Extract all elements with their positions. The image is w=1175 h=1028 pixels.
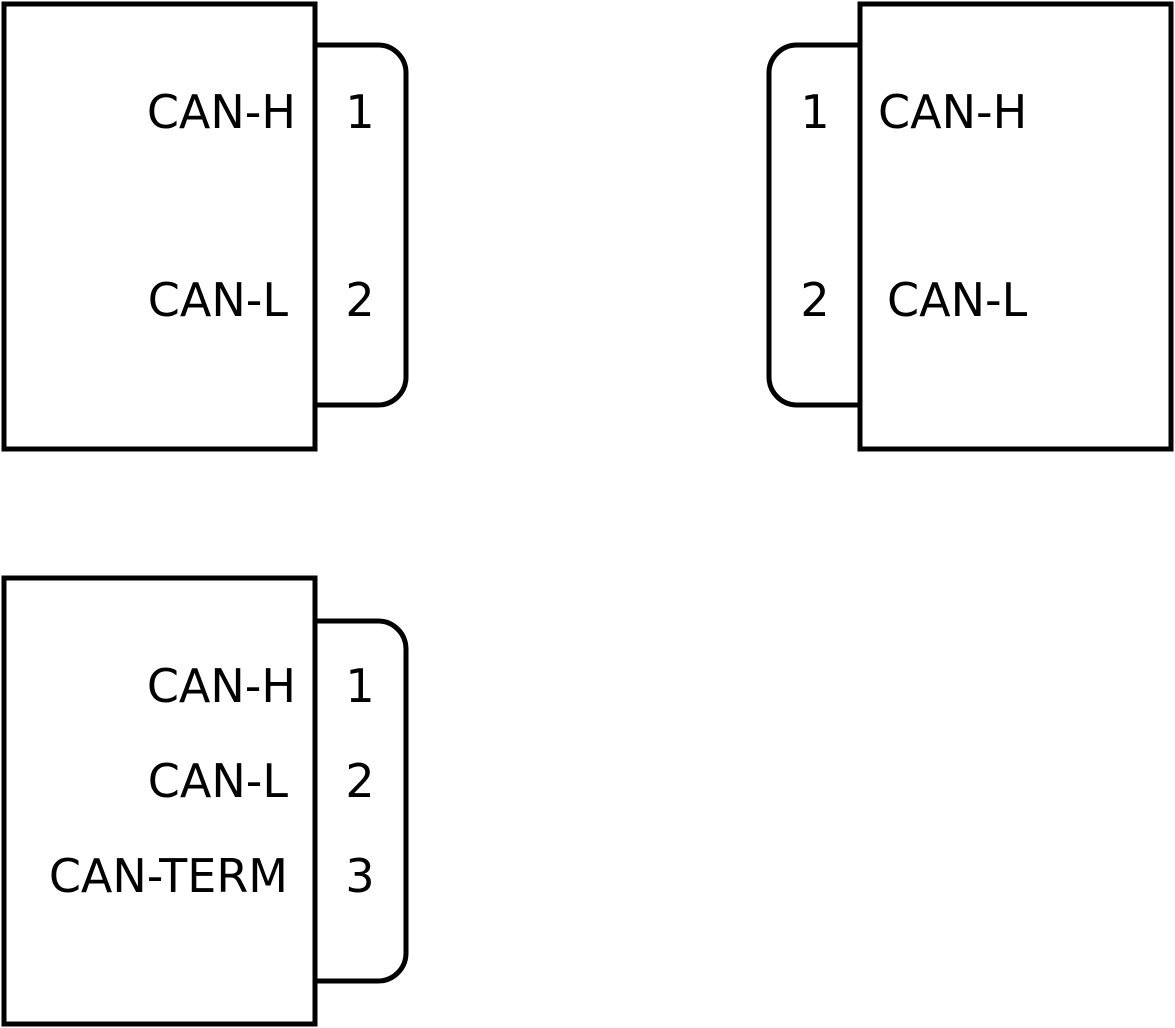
- pin-number-label: 2: [345, 754, 374, 808]
- connector-top-right: 1 CAN-H 2 CAN-L: [766, 1, 1174, 452]
- connector-bottom-left: CAN-H 1 CAN-L 2 CAN-TERM 3: [1, 575, 409, 1027]
- pin-number-label: 1: [345, 85, 374, 139]
- connector-body: [1, 575, 318, 1027]
- pin-number-label: 3: [345, 849, 374, 903]
- connector-plug-tab: [315, 42, 409, 408]
- pin-signal-label: CAN-H: [878, 85, 1027, 139]
- pin-number-label: 2: [345, 273, 374, 327]
- pin-signal-label: CAN-L: [887, 273, 1028, 327]
- pin-signal-label: CAN-L: [148, 754, 289, 808]
- connector-body: [857, 1, 1174, 452]
- pin-signal-label: CAN-H: [147, 85, 296, 139]
- connector-plug-tab: [766, 42, 860, 408]
- connector-body: [1, 1, 318, 452]
- pin-signal-label: CAN-L: [148, 273, 289, 327]
- pin-number-label: 1: [800, 85, 829, 139]
- pin-signal-label: CAN-TERM: [49, 849, 288, 903]
- connector-plug-tab: [315, 618, 409, 984]
- connector-top-left: CAN-H 1 CAN-L 2: [1, 1, 409, 452]
- pin-signal-label: CAN-H: [147, 659, 296, 713]
- pin-number-label: 2: [800, 273, 829, 327]
- pin-number-label: 1: [345, 659, 374, 713]
